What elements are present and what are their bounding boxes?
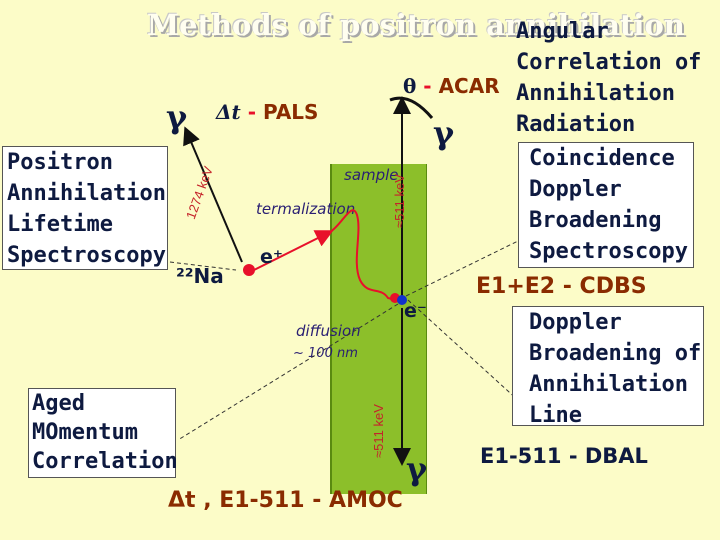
- acar-line: Radiation: [516, 112, 636, 137]
- sample-block: [330, 164, 427, 494]
- pals-line: Annihilation: [7, 181, 166, 206]
- cdbs-line: Doppler: [529, 177, 622, 202]
- electron-label: e⁻: [404, 300, 427, 322]
- acar-line: Correlation of: [516, 50, 702, 75]
- dbal-line: Broadening of: [529, 341, 702, 366]
- acar-angle-arc: [389, 96, 434, 119]
- acar-short: θ - ACAR: [403, 74, 500, 98]
- amoc-line: Correlation: [32, 449, 178, 474]
- pals-line: Lifetime: [7, 212, 113, 237]
- dbal-connector: [407, 299, 521, 403]
- gamma-1274-arrow: [183, 126, 243, 263]
- thermalization-label: termalization: [256, 200, 356, 218]
- cdbs-line: Spectroscopy: [529, 239, 688, 264]
- pals-short-sep: -: [240, 100, 263, 124]
- acar-short-text: ACAR: [438, 74, 500, 98]
- acar-line: Angular: [516, 19, 609, 44]
- diffusion-length-label: ~ 100 nm: [293, 346, 358, 361]
- acar-short-prefix: θ: [403, 74, 417, 98]
- gamma-symbol-acar: γ: [433, 114, 455, 152]
- pals-box: Positron Annihilation Lifetime Spectrosc…: [2, 146, 168, 270]
- cdbs-connector: [405, 239, 521, 297]
- positron-arrow: [253, 230, 334, 271]
- dbal-short: E1-511 - DBAL: [480, 444, 648, 468]
- pals-line: Positron: [7, 150, 113, 175]
- pals-line: Spectroscopy: [7, 243, 166, 268]
- amoc-box: Aged MOmentum Correlation: [28, 388, 178, 478]
- dbal-line: Doppler: [529, 310, 622, 335]
- sample-label: sample: [344, 166, 399, 184]
- source-label: ²²Na: [176, 264, 224, 288]
- diffusion-label: diffusion: [296, 322, 361, 340]
- source-dot: [243, 264, 255, 276]
- gamma-symbol-pals: γ: [166, 98, 188, 136]
- amoc-short: Δt , E1-511 - AMOC: [168, 488, 403, 513]
- page-title: Methods of positron annihilation: [147, 8, 685, 42]
- dbal-line: Line: [529, 403, 582, 428]
- acar-short-sep: -: [416, 74, 439, 98]
- thermalization-path: [329, 209, 397, 301]
- pals-short-text: PALS: [263, 100, 319, 124]
- amoc-line: MOmentum: [32, 420, 138, 445]
- amoc-line: Aged: [32, 391, 85, 416]
- cdbs-short: E1+E2 - CDBS: [476, 274, 647, 299]
- kev-511-top-label: ≈511 keV: [392, 174, 407, 228]
- amoc-connector: [177, 303, 399, 441]
- acar-box: Angular Correlation of Annihilation Radi…: [516, 16, 716, 140]
- cdbs-box: Coincidence Doppler Broadening Spectrosc…: [518, 142, 694, 268]
- gamma-symbol-amoc: γ: [406, 450, 428, 488]
- kev-511-bottom-label: ≈511 keV: [371, 404, 386, 458]
- pals-short-prefix: Δt: [216, 100, 241, 124]
- acar-line: Annihilation: [516, 81, 675, 106]
- cdbs-line: Coincidence: [529, 146, 675, 171]
- cdbs-line: Broadening: [529, 208, 662, 233]
- electron-dot: [397, 295, 407, 305]
- positron-label: e⁺: [260, 246, 283, 268]
- dbal-line: Annihilation: [529, 372, 688, 397]
- dbal-box: Doppler Broadening of Annihilation Line: [512, 306, 704, 428]
- pals-short: Δt - PALS: [216, 100, 318, 124]
